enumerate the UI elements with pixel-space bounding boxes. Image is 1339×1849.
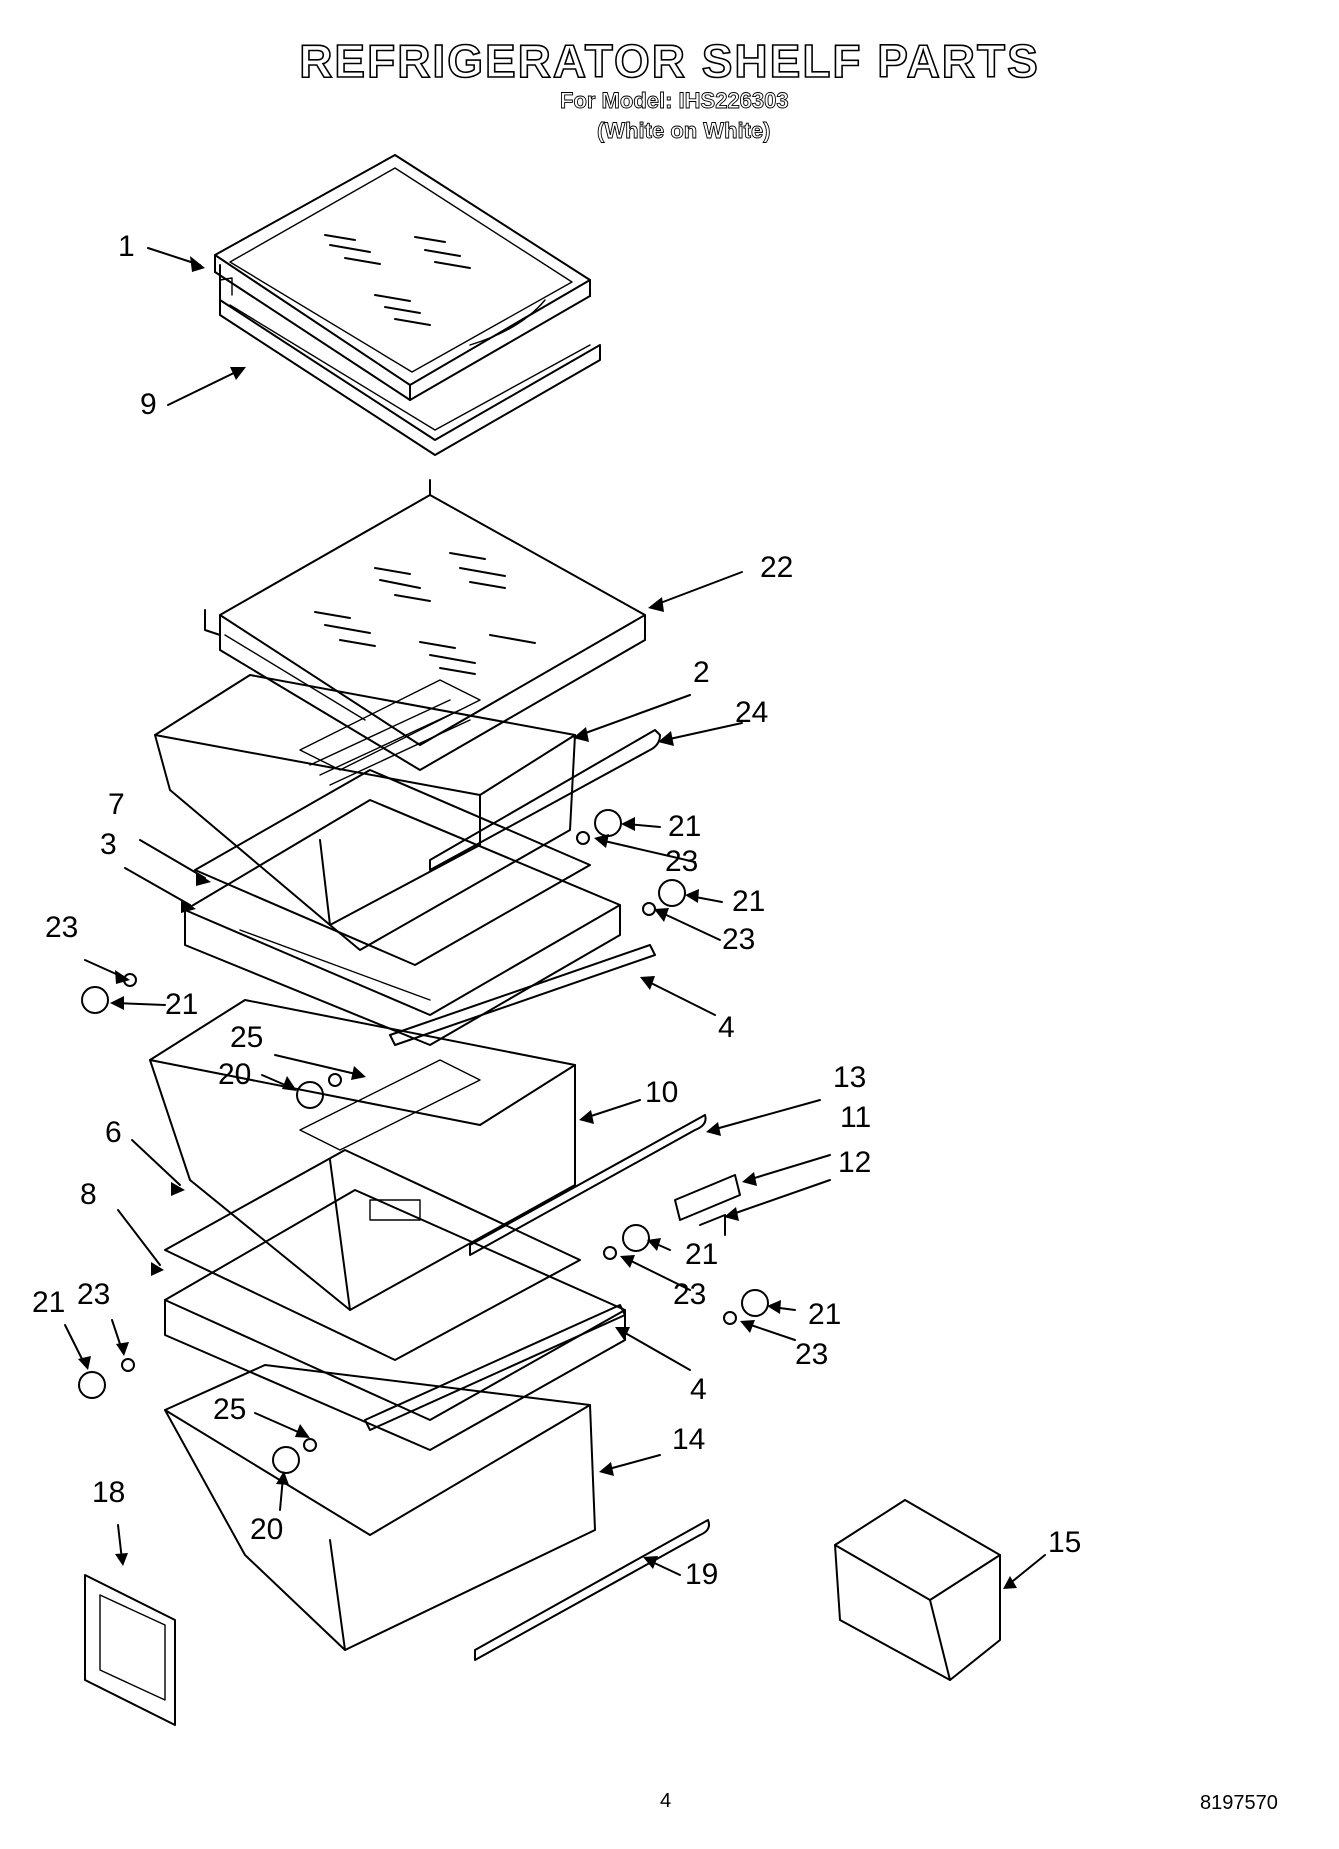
callout-23-d: 23 xyxy=(673,1278,707,1311)
callout-19: 19 xyxy=(685,1558,719,1591)
callout-20-b: 20 xyxy=(250,1513,284,1546)
callout-13: 13 xyxy=(833,1061,867,1094)
callout-23-a: 23 xyxy=(665,845,699,878)
page-number: 4 xyxy=(660,1790,672,1812)
callout-18: 18 xyxy=(92,1476,126,1509)
callout-21-a: 21 xyxy=(668,810,702,843)
part-1-glass-shelf xyxy=(214,154,591,401)
variant-line: (White on White) xyxy=(597,118,771,144)
part-14-meat-drawer xyxy=(164,1364,596,1651)
part-9-shelf-frame xyxy=(219,264,601,456)
callout-21-e: 21 xyxy=(808,1298,842,1331)
callout-11: 11 xyxy=(840,1101,872,1134)
part-4-rail-lower xyxy=(364,1304,626,1431)
callout-23-b: 23 xyxy=(722,923,756,956)
callout-20-a: 20 xyxy=(218,1058,252,1091)
part-7-glass-insert xyxy=(194,769,591,966)
callout-14: 14 xyxy=(672,1423,706,1456)
callout-4-b: 4 xyxy=(690,1373,707,1406)
part-13-trim xyxy=(469,1114,707,1256)
callout-23-e: 23 xyxy=(795,1338,829,1371)
part-12-clip xyxy=(699,1214,726,1236)
part-10-crisper-drawer xyxy=(149,999,576,1311)
callout-23-f: 23 xyxy=(77,1278,111,1311)
part-24-trim xyxy=(429,729,661,871)
callout-25-b: 25 xyxy=(213,1393,247,1426)
callout-21-d: 21 xyxy=(685,1238,719,1271)
document-number: 8197570 xyxy=(1200,1792,1278,1814)
callout-10: 10 xyxy=(645,1076,679,1109)
callout-4-a: 4 xyxy=(718,1011,735,1044)
part-6-glass-insert xyxy=(164,1149,581,1361)
part-11-bracket xyxy=(674,1174,741,1221)
callout-8: 8 xyxy=(80,1178,97,1211)
callout-21-c: 21 xyxy=(165,988,199,1021)
part-22-shelf xyxy=(204,479,646,771)
part-18-label-holder xyxy=(84,1574,176,1726)
part-19-trim xyxy=(474,1519,710,1661)
leader-lines xyxy=(64,247,1046,1589)
callout-6: 6 xyxy=(105,1116,122,1149)
model-line: For Model: IHS226303 xyxy=(560,88,790,114)
callout-1: 1 xyxy=(118,230,135,263)
part-15-bin xyxy=(834,1499,1001,1681)
fastener-wheels xyxy=(78,809,769,1474)
part-4-rail-upper xyxy=(389,944,656,1046)
callout-12: 12 xyxy=(838,1146,872,1179)
callout-2: 2 xyxy=(693,656,710,689)
page-title: REFRIGERATOR SHELF PARTS xyxy=(298,34,1040,88)
callout-21-f: 21 xyxy=(32,1286,66,1319)
callout-24: 24 xyxy=(735,696,769,729)
callout-3: 3 xyxy=(100,828,117,861)
callout-21-b: 21 xyxy=(732,885,766,918)
callout-7: 7 xyxy=(108,788,125,821)
callout-25-a: 25 xyxy=(230,1021,264,1054)
callout-9: 9 xyxy=(140,388,157,421)
part-3-shelf-frame xyxy=(184,799,621,1046)
part-2-crisper-drawer xyxy=(154,674,576,951)
callout-22: 22 xyxy=(760,551,794,584)
callout-23-c: 23 xyxy=(45,911,79,944)
callout-15: 15 xyxy=(1048,1526,1082,1559)
